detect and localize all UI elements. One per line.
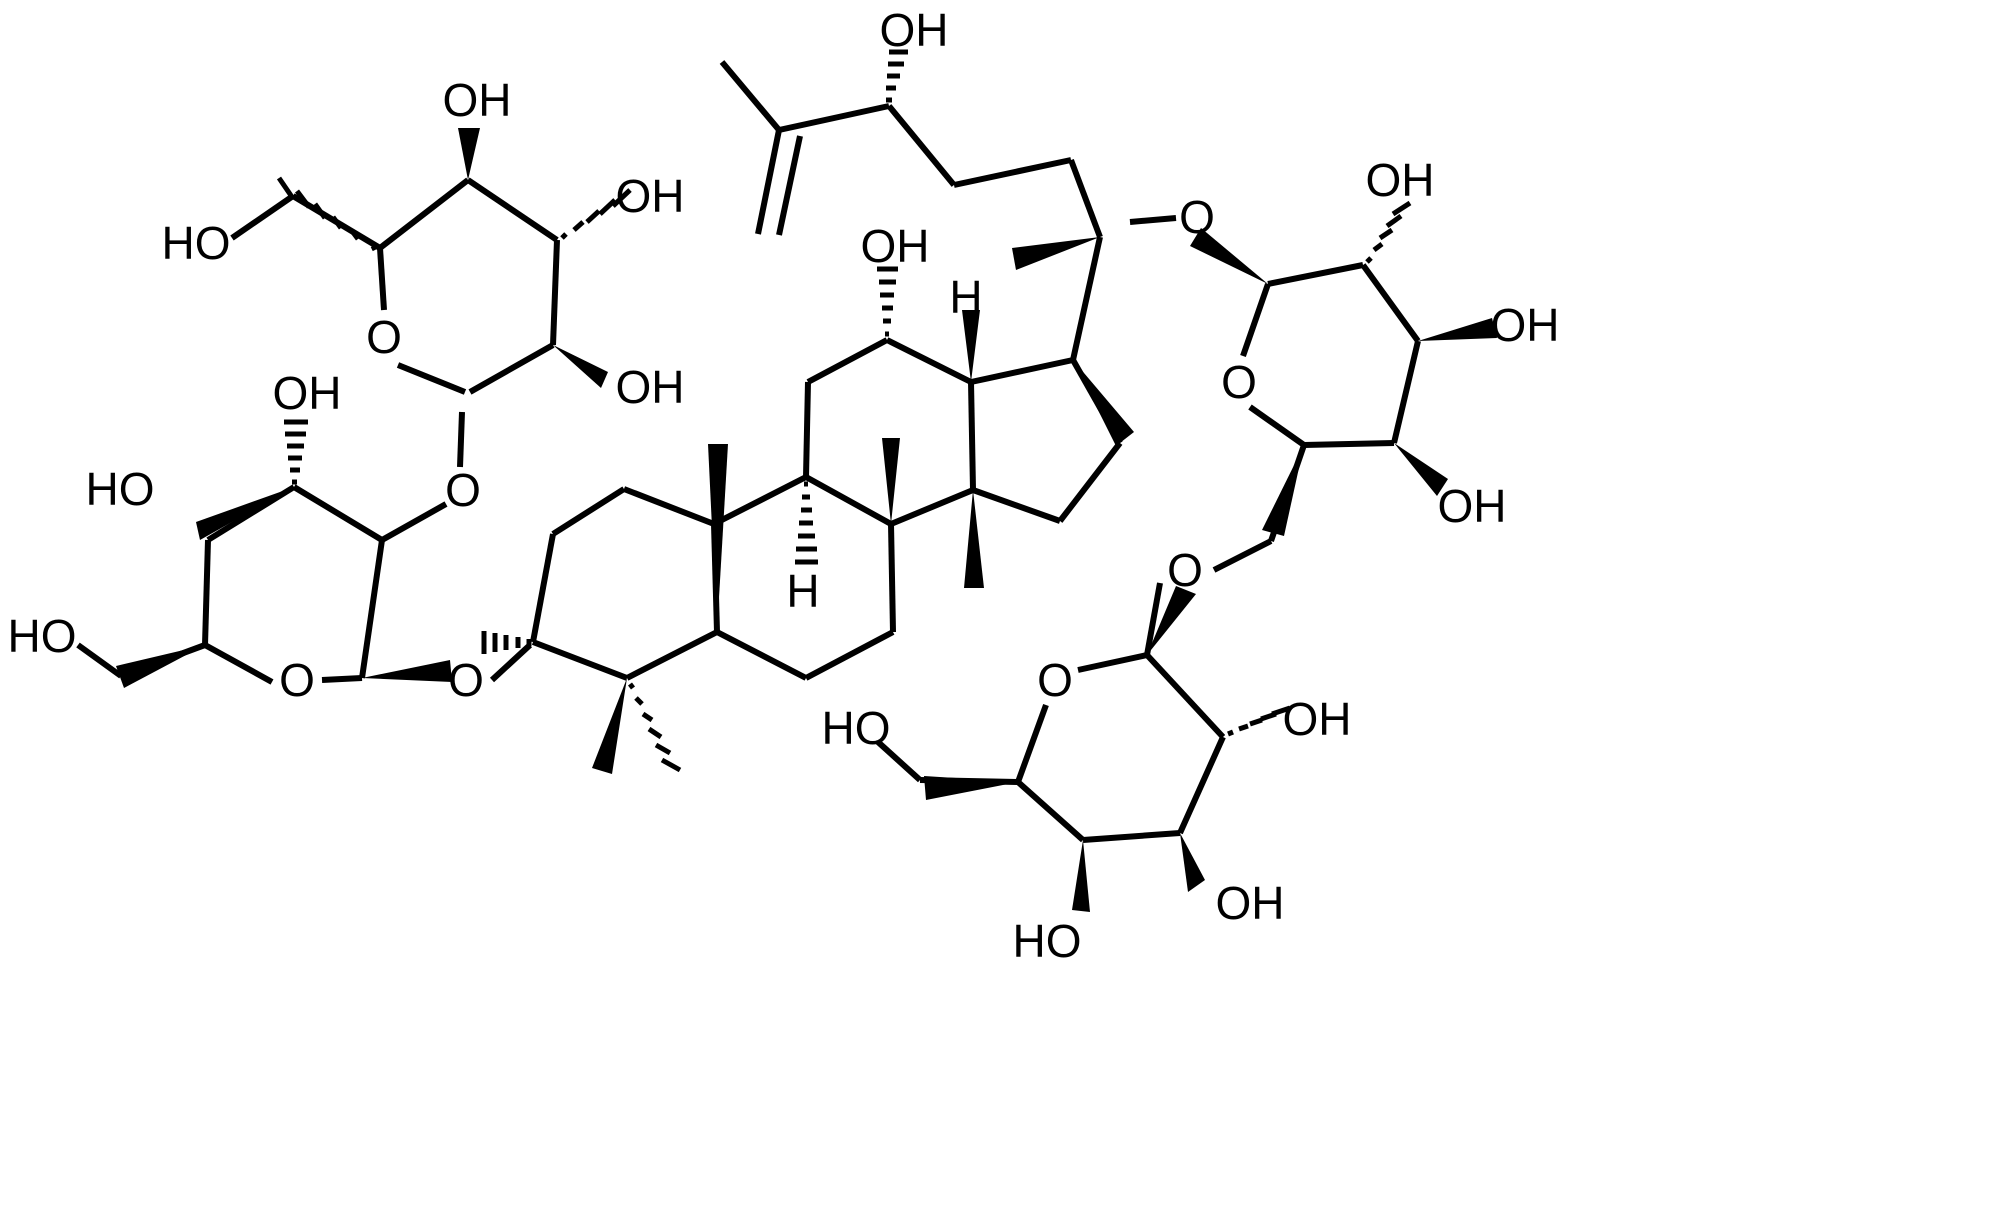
hash-glc2-c4 <box>284 419 308 485</box>
label-ho-glc4-c4: HO <box>1013 915 1082 967</box>
label-glyc-o-1-2: O <box>445 464 481 516</box>
hash-c3-o <box>481 631 532 654</box>
hash-c12-oh <box>877 266 898 337</box>
label-ring-o-glc1: O <box>366 311 402 363</box>
label-h-c9: H <box>786 565 819 617</box>
label-glyc-o-c3: O <box>448 654 484 706</box>
label-ring-o-glc3: O <box>1221 356 1257 408</box>
hash-gem-methyl <box>628 682 682 773</box>
bond-layer-hash <box>276 49 1412 773</box>
hash-glc1-c5 <box>276 176 378 252</box>
label-ho-glc2-c3: HO <box>86 463 155 515</box>
label-oh-glc1-c3: OH <box>616 170 685 222</box>
hash-glc1-c3 <box>560 188 632 240</box>
label-oh-glc4-c3: OH <box>1216 877 1285 929</box>
label-oh-c12: OH <box>861 220 930 272</box>
label-ho-glc2-c6: HO <box>8 610 77 662</box>
label-ring-o-glc4: O <box>1037 654 1073 706</box>
label-glyc-o-c20: O <box>1179 191 1215 243</box>
label-oh-glc1-c4: OH <box>443 74 512 126</box>
label-glyc-o-6: O <box>1167 544 1203 596</box>
label-oh-glc3-c3: OH <box>1491 299 1560 351</box>
label-h-c13: H <box>949 271 982 323</box>
label-ho-glc1-c6: HO <box>162 217 231 269</box>
hash-glc4-c2 <box>1227 705 1291 737</box>
label-ring-o-glc2: O <box>279 654 315 706</box>
label-oh-glc1-c2: OH <box>616 361 685 413</box>
label-oh-c25: OH <box>880 4 949 56</box>
label-ho-glc4-c6: HO <box>822 702 891 754</box>
atom-label-layer: HO OH OH OH O O OH HO HO O O OH H H OH O… <box>8 4 1560 967</box>
label-oh-glc4-c2: OH <box>1283 693 1352 745</box>
label-oh-glc3-c2: OH <box>1366 154 1435 206</box>
hash-glc3-c2 <box>1365 200 1412 264</box>
label-oh-glc3-c4: OH <box>1438 480 1507 532</box>
hash-c9-h <box>795 481 818 565</box>
label-oh-glc2-c4: OH <box>273 367 342 419</box>
hash-c25-oh <box>886 49 908 103</box>
bond-layer-wedge <box>116 128 1497 912</box>
